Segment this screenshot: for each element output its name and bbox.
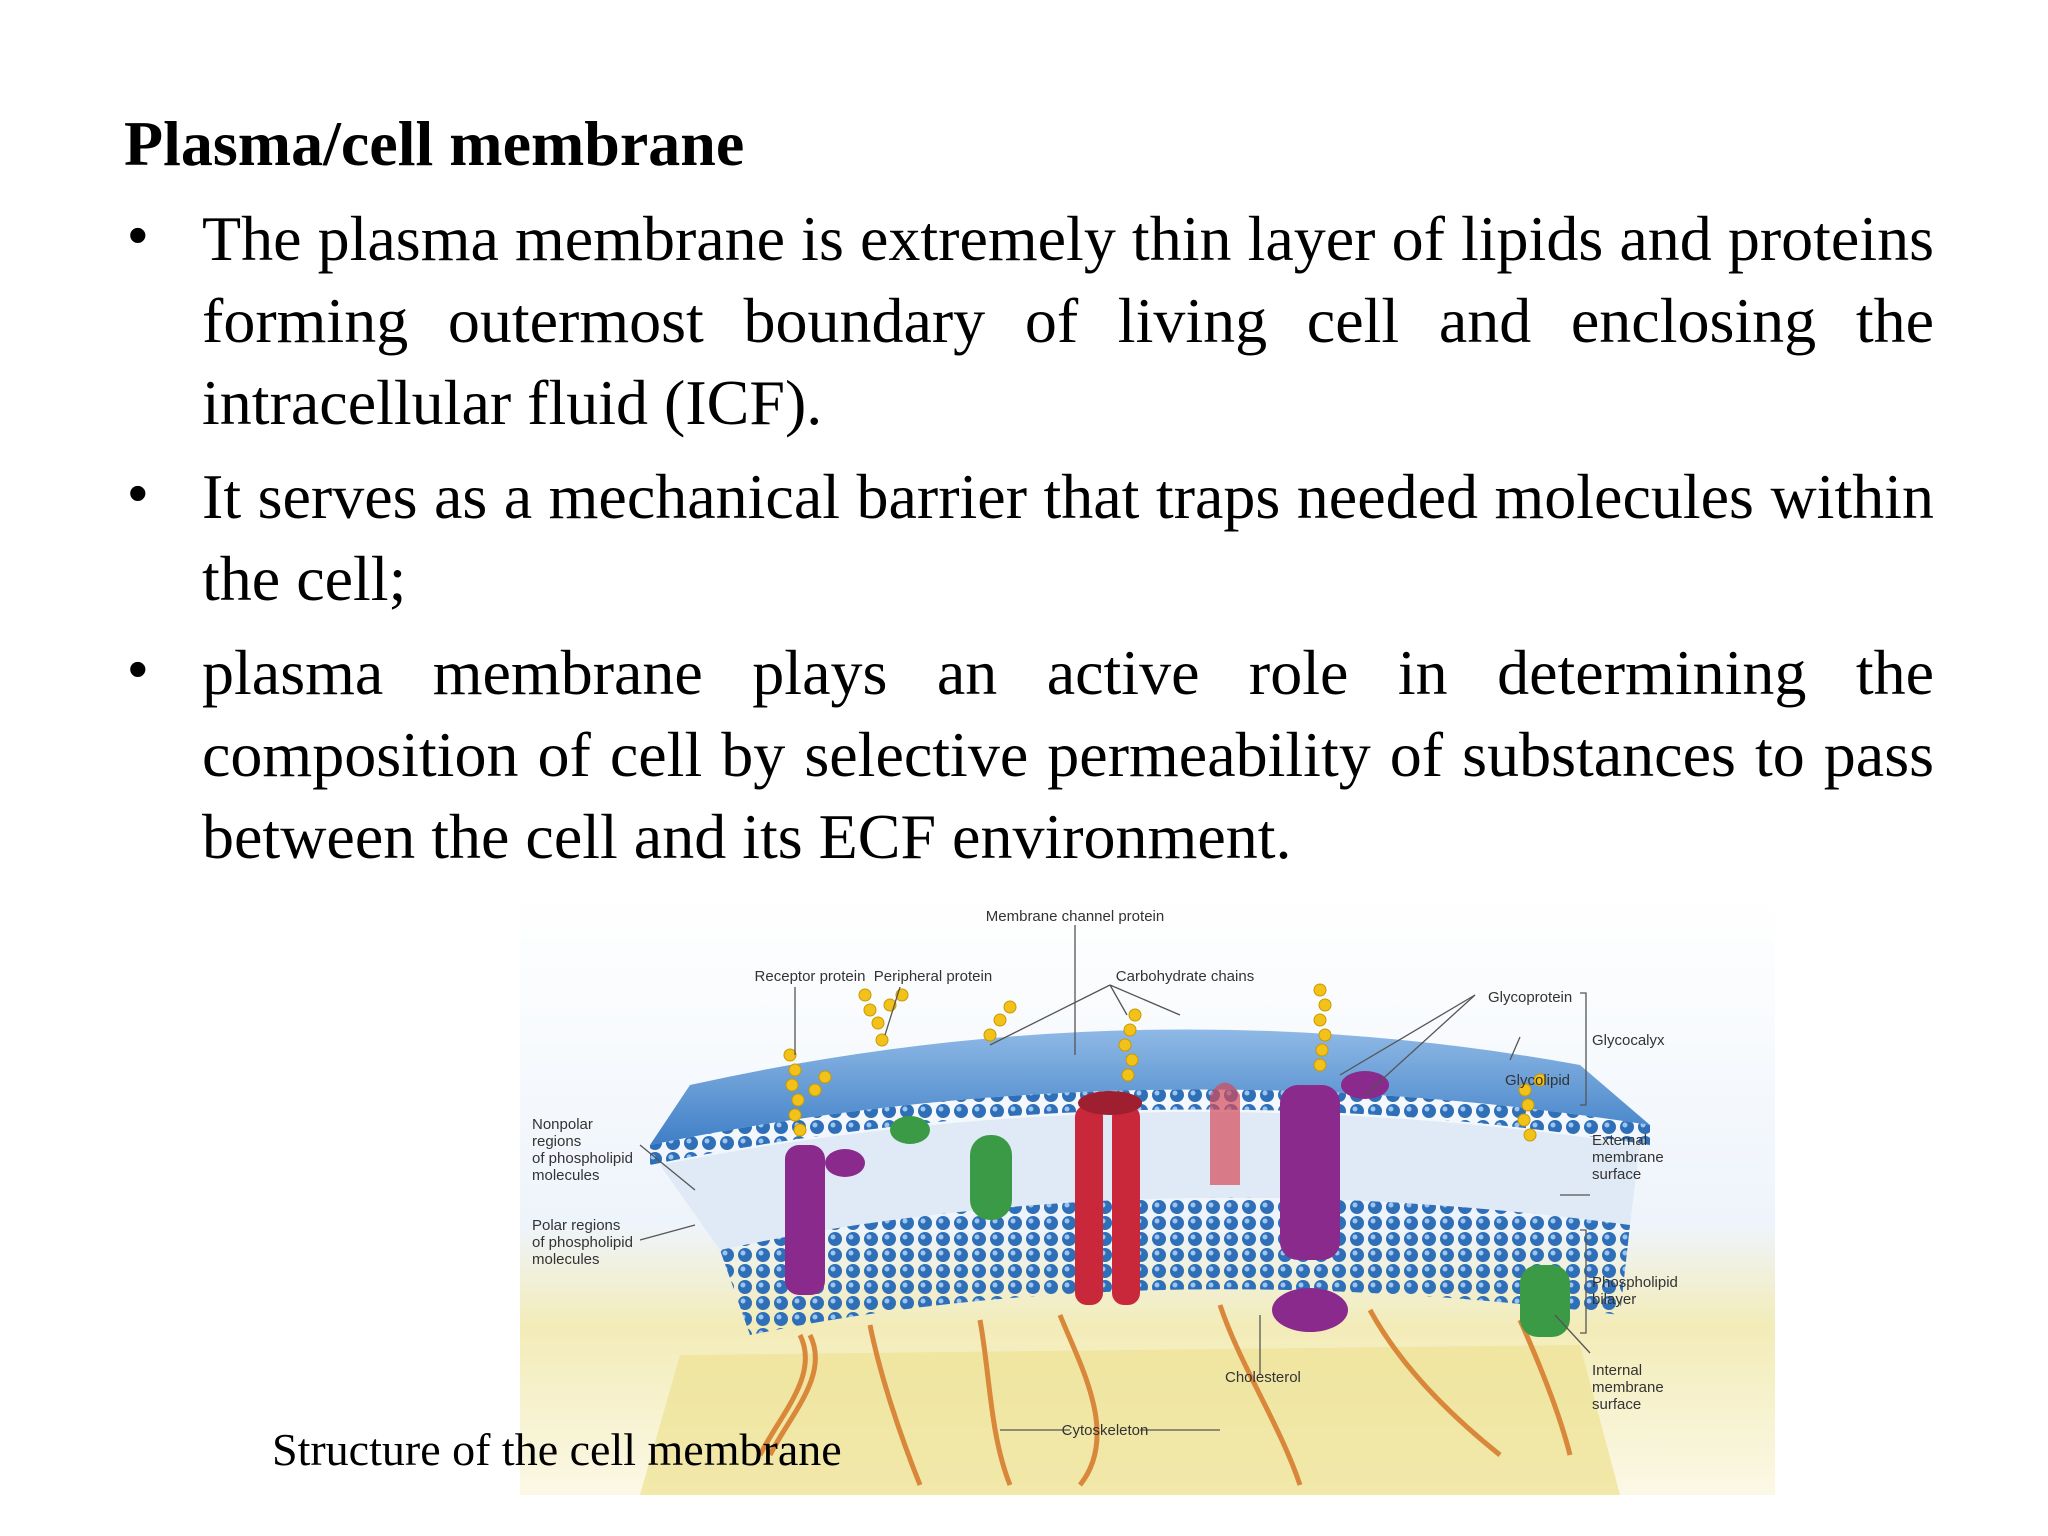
label-cytoskeleton: Cytoskeleton	[1062, 1422, 1149, 1439]
bullet-item: • It serves as a mechanical barrier that …	[124, 456, 1934, 620]
label-nonpolar-line1: Nonpolar	[532, 1116, 593, 1133]
label-polar-line2: of phospholipid	[532, 1234, 633, 1251]
label-cholesterol: Cholesterol	[1225, 1369, 1301, 1386]
glycoprotein-body	[1280, 1085, 1340, 1260]
bullet-icon: •	[128, 461, 148, 524]
label-external-line1: External	[1592, 1132, 1647, 1149]
label-glycolipid: Glycolipid	[1505, 1072, 1570, 1089]
inner-head-rows	[720, 1197, 1630, 1335]
membrane-illustration: Membrane channel protein Receptor protei…	[520, 895, 1775, 1495]
label-carbohydrate-chains: Carbohydrate chains	[1116, 968, 1254, 985]
bullet-text: It serves as a mechanical barrier that t…	[202, 461, 1934, 614]
peripheral-protein-small	[890, 1116, 930, 1144]
glycoprotein-base	[1272, 1288, 1348, 1332]
label-bilayer-line2: bilayer	[1592, 1291, 1636, 1308]
figure-caption: Structure of the cell membrane	[272, 1424, 842, 1475]
cytoskeleton-fibers	[757, 1304, 1573, 1487]
internal-peripheral-protein	[1520, 1265, 1570, 1337]
bullet-item: • The plasma membrane is extremely thin l…	[124, 198, 1934, 444]
label-nonpolar-line4: molecules	[532, 1167, 600, 1184]
label-internal-line1: Internal	[1592, 1362, 1642, 1379]
lipid-tail-region	[660, 1111, 1640, 1250]
membrane-top-sheet	[650, 1029, 1650, 1145]
membrane-proteins	[785, 1071, 1570, 1337]
receptor-protein	[785, 1145, 825, 1295]
channel-protein-left	[1075, 1105, 1103, 1305]
outer-head-row	[650, 1089, 1650, 1165]
label-nonpolar-line3: of phospholipid	[532, 1150, 633, 1167]
label-glycocalyx: Glycocalyx	[1592, 1032, 1665, 1049]
bullet-list: • The plasma membrane is extremely thin l…	[124, 198, 1934, 890]
label-nonpolar-line2: regions	[532, 1133, 581, 1150]
label-glycoprotein: Glycoprotein	[1488, 989, 1572, 1006]
channel-pore	[1078, 1091, 1142, 1115]
lipid-channel	[1210, 1082, 1240, 1185]
bullet-icon: •	[128, 203, 148, 266]
leader-lines	[639, 925, 1591, 1431]
channel-protein-right	[1112, 1105, 1140, 1305]
cell-membrane-diagram: Membrane channel protein Receptor protei…	[520, 895, 1775, 1495]
label-peripheral-protein: Peripheral protein	[874, 968, 992, 985]
glycoprotein-cap	[1341, 1071, 1389, 1099]
label-internal-line2: membrane	[1592, 1379, 1664, 1396]
label-membrane-channel-protein: Membrane channel protein	[986, 908, 1164, 925]
slide-title: Plasma/cell membrane	[124, 108, 745, 179]
label-receptor-protein: Receptor protein	[755, 968, 866, 985]
label-external-line2: membrane	[1592, 1149, 1664, 1166]
bullet-text: The plasma membrane is extremely thin la…	[202, 203, 1934, 438]
label-polar-line3: molecules	[532, 1251, 600, 1268]
label-external-line3: surface	[1592, 1166, 1641, 1183]
peripheral-protein	[970, 1135, 1012, 1220]
bullet-text: plasma membrane plays an active role in …	[202, 637, 1934, 872]
bullet-icon: •	[128, 637, 148, 700]
receptor-protein-cap	[825, 1149, 865, 1177]
label-bilayer-line1: Phospholipid	[1592, 1274, 1678, 1291]
bullet-item: • plasma membrane plays an active role in…	[124, 632, 1934, 878]
label-internal-line3: surface	[1592, 1396, 1641, 1413]
label-polar-line1: Polar regions	[532, 1217, 620, 1234]
